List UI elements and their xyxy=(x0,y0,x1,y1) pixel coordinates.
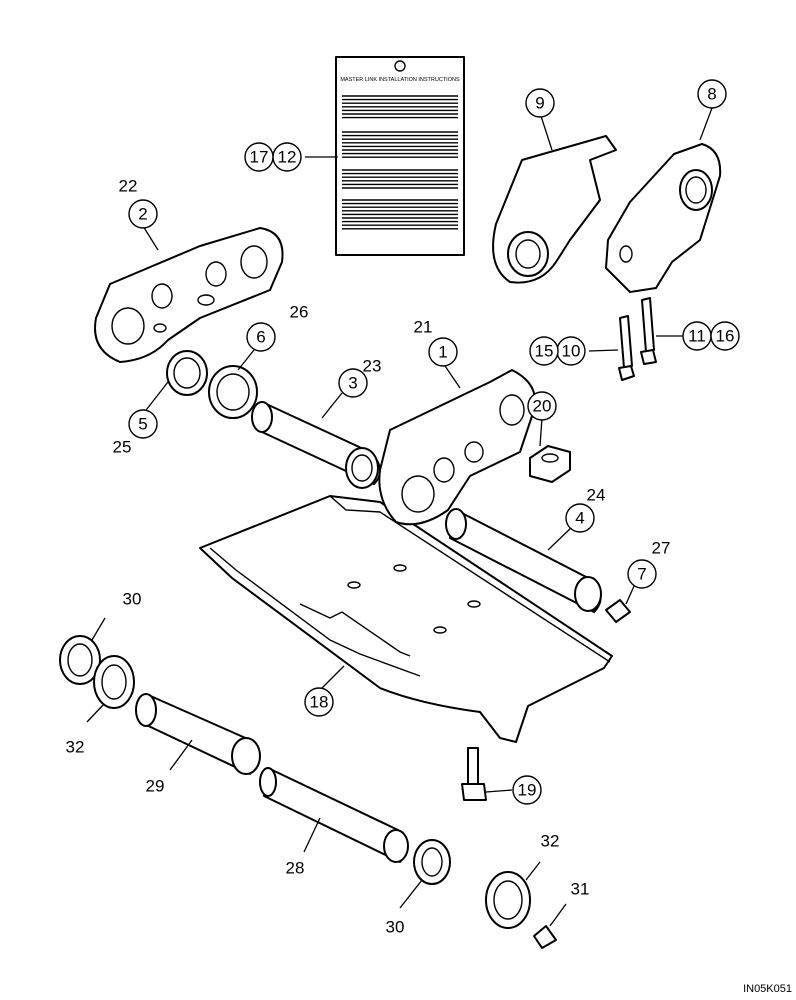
label-22: 22 xyxy=(119,177,138,196)
callout-5: 5 xyxy=(128,409,158,439)
bolts-10-11 xyxy=(618,297,657,381)
master-link-half-9 xyxy=(492,135,617,284)
bushing-5 xyxy=(166,350,208,396)
nut-20 xyxy=(529,445,571,483)
label-32-left: 32 xyxy=(66,738,85,757)
pin-3 xyxy=(251,401,381,489)
label-28: 28 xyxy=(286,859,305,878)
svg-text:18: 18 xyxy=(310,693,329,712)
figure-reference: IN05K051 xyxy=(743,983,792,995)
pin-28 xyxy=(259,767,409,863)
bushing-29 xyxy=(135,693,261,775)
seal-30-left xyxy=(59,635,101,685)
svg-text:9: 9 xyxy=(535,94,544,113)
callout-6: 6 xyxy=(246,322,276,352)
track-shoe xyxy=(199,495,613,743)
svg-text:3: 3 xyxy=(348,374,357,393)
callout-20: 20 xyxy=(527,391,557,421)
seal-32-left xyxy=(93,655,135,709)
label-32-bottom: 32 xyxy=(541,832,560,851)
callout-2: 2 xyxy=(128,199,158,229)
svg-text:4: 4 xyxy=(575,509,584,528)
callout-1: 1 xyxy=(428,337,458,367)
svg-text:19: 19 xyxy=(518,781,537,800)
track-link-right xyxy=(378,369,536,526)
master-link-half-8 xyxy=(605,143,722,293)
svg-text:12: 12 xyxy=(278,148,297,167)
callout-19: 19 xyxy=(512,775,542,805)
plug-31 xyxy=(533,925,557,949)
instruction-card-title: MASTER LINK INSTALLATION INSTRUCTIONS xyxy=(340,77,460,83)
label-24: 24 xyxy=(587,486,606,505)
label-30-top: 30 xyxy=(123,590,142,609)
leader-lines xyxy=(86,107,713,927)
instruction-card: MASTER LINK INSTALLATION INSTRUCTIONS xyxy=(335,56,465,256)
svg-text:17: 17 xyxy=(250,148,269,167)
plain-labels: 21 22 23 24 25 26 27 28 29 30 30 31 32 3… xyxy=(66,177,671,937)
callout-16: 16 xyxy=(710,321,740,351)
callout-17: 17 xyxy=(244,142,274,172)
label-31: 31 xyxy=(571,880,590,899)
callout-9: 9 xyxy=(525,88,555,118)
label-27: 27 xyxy=(652,539,671,558)
svg-text:8: 8 xyxy=(707,85,716,104)
callout-4: 4 xyxy=(565,503,595,533)
callout-10: 10 xyxy=(556,336,586,366)
svg-text:10: 10 xyxy=(562,342,581,361)
svg-text:5: 5 xyxy=(138,415,147,434)
label-26: 26 xyxy=(290,303,309,322)
svg-text:7: 7 xyxy=(637,565,646,584)
svg-text:15: 15 xyxy=(535,342,554,361)
svg-text:1: 1 xyxy=(438,343,447,362)
seal-6 xyxy=(208,365,258,419)
seal-30-bottom xyxy=(413,839,451,885)
callout-11: 11 xyxy=(682,321,712,351)
bolt-19 xyxy=(461,747,487,801)
svg-text:11: 11 xyxy=(688,327,706,346)
track-link-left xyxy=(94,227,284,363)
callout-7: 7 xyxy=(627,559,657,589)
label-30-bottom: 30 xyxy=(386,918,405,937)
plug-7 xyxy=(605,599,631,623)
callout-12: 12 xyxy=(272,142,302,172)
callout-15: 15 xyxy=(529,336,559,366)
label-21: 21 xyxy=(414,318,433,337)
svg-text:6: 6 xyxy=(256,328,265,347)
callout-bubbles: 1 2 3 4 5 6 7 8 9 10 11 12 15 16 17 18 1… xyxy=(128,79,740,805)
seal-32-bottom xyxy=(485,871,531,929)
svg-text:20: 20 xyxy=(533,397,552,416)
pin-4 xyxy=(445,508,602,613)
label-23: 23 xyxy=(363,357,382,376)
label-25: 25 xyxy=(113,438,132,457)
svg-text:2: 2 xyxy=(138,205,147,224)
svg-text:16: 16 xyxy=(716,327,735,346)
callout-3: 3 xyxy=(338,368,368,398)
callout-8: 8 xyxy=(697,79,727,109)
callout-18: 18 xyxy=(304,687,334,717)
label-29: 29 xyxy=(146,777,165,796)
